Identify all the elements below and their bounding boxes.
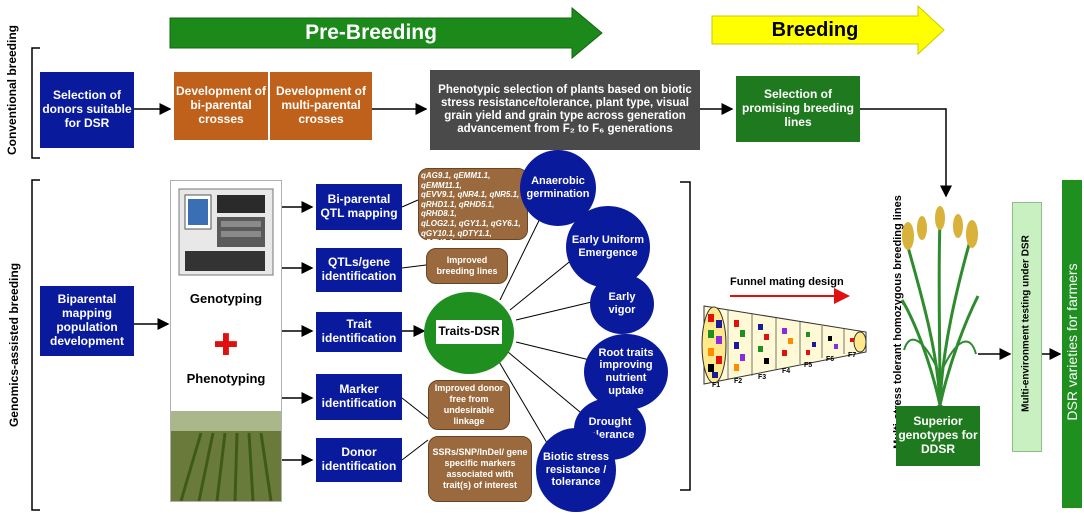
funnel-gen-label: F7 — [848, 352, 857, 359]
phenotypic-selection-box: Phenotypic selection of plants based on … — [430, 70, 700, 150]
conventional-breeding-label: Conventional breeding — [5, 24, 19, 155]
dsr-varieties-box — [1062, 180, 1082, 508]
qtl-list-note: qAG9.1, qEMM1.1, qEMM11.1, qEVV9.1, qNR4… — [418, 168, 528, 257]
traits-dsr-label: Traits-DSR — [436, 320, 502, 344]
markers-note: SSRs/SNP/InDel/ gene specific markers as… — [428, 436, 532, 502]
marker-identification-box: Marker identification — [316, 374, 402, 420]
genotyping-label: Genotyping — [189, 291, 263, 306]
multi-env-label: Multi-environment testing under DSR — [1020, 235, 1032, 412]
trait-early-uniform-emergence: Early Uniform Emergence — [566, 206, 650, 288]
funnel-gen-label: F2 — [734, 378, 743, 385]
funnel-mating-title: Funnel mating design — [730, 276, 844, 288]
qtl-list-line: qAG9.1, qEMM1.1, qEMM11.1, — [421, 171, 491, 190]
genomics-assisted-breeding-label: Genomics-assisted breeding — [7, 262, 21, 428]
funnel-diagram — [701, 305, 867, 385]
sequencer-image — [178, 188, 274, 276]
promising-lines-box: Selection of promising breeding lines — [736, 76, 860, 142]
trait-root-traits: Root traits improving nutrient uptake — [584, 334, 668, 410]
qtl-mapping-box: Bi-parental QTL mapping — [316, 184, 402, 230]
superior-genotypes-box: Superior genotypes for DDSR — [896, 406, 980, 466]
dsr-varieties-label: DSR varieties for farmers — [1064, 263, 1080, 421]
pre-breeding-arrow — [169, 6, 603, 60]
qtl-list-line: qGY10.1, qDTY1.1, qDTY2.1, — [421, 228, 492, 248]
phenotyping-label: Phenotyping — [186, 371, 266, 386]
funnel-gen-label: F6 — [826, 356, 835, 363]
improved-donor-note: Improved donor free from undesirable lin… — [428, 380, 510, 430]
trait-early-vigor: Early vigor — [590, 274, 654, 334]
breeding-title: Breeding — [771, 18, 859, 41]
multi-env-box — [1012, 202, 1042, 452]
qtl-list-line: qRHD1.1, qRHD5.1, qRHD8.1, — [421, 199, 495, 219]
mapping-population-box: Biparental mapping population developmen… — [40, 286, 134, 356]
qtl-list-line: qEVV9.1, qNR4.1, qNR5.1, — [421, 190, 520, 200]
funnel-gen-label: F3 — [758, 374, 767, 381]
plus-icon: ✚ — [213, 329, 239, 362]
biparental-crosses-box: Development of bi-parental crosses — [174, 72, 268, 140]
funnel-gen-label: F1 — [712, 382, 721, 389]
rice-field-image — [171, 411, 281, 501]
funnel-gen-label: F5 — [804, 362, 813, 369]
genotyping-phenotyping-panel: Genotyping ✚ Phenotyping — [170, 180, 282, 502]
trait-identification-box: Trait identification — [316, 312, 402, 352]
selection-donors-box: Selection of donors suitable for DSR — [40, 72, 134, 148]
breeding-arrow — [711, 4, 945, 56]
improved-lines-note: Improved breeding lines — [426, 248, 508, 284]
pre-breeding-title: Pre-Breeding — [305, 21, 437, 44]
donor-identification-box: Donor identification — [316, 438, 402, 482]
rice-plant-image — [900, 206, 980, 410]
multiparental-crosses-box: Development of multi-parental crosses — [270, 72, 372, 140]
trait-anaerobic-germination: Anaerobic germination — [520, 150, 596, 226]
funnel-gen-label: F4 — [782, 368, 791, 375]
qtl-gene-identification-box: QTLs/gene identification — [316, 248, 402, 292]
trait-biotic-stress: Biotic stress resistance / tolerance — [536, 428, 616, 512]
qtl-list-line: qLOG2.1, qGY1.1, qGY6.1, — [421, 218, 521, 228]
